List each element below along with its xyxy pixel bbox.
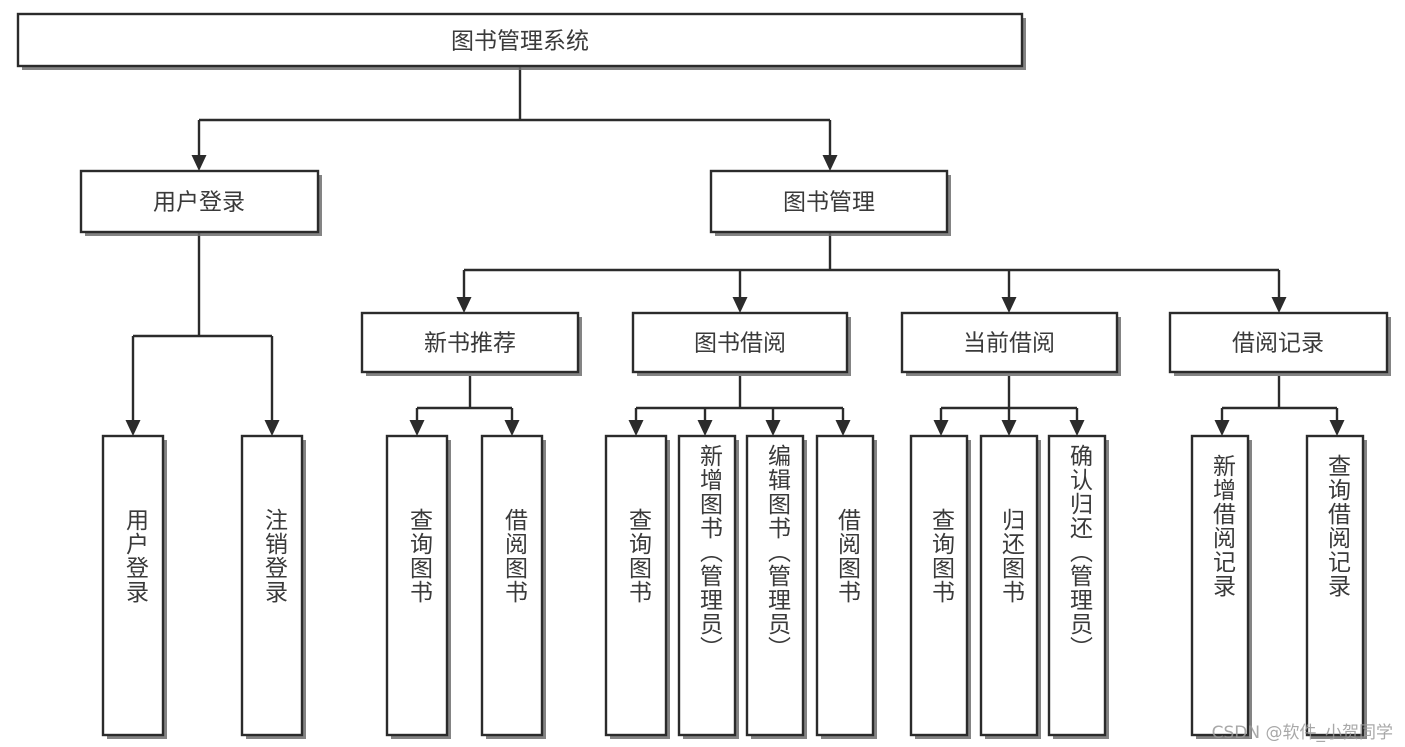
arrowhead-leaf-return-book bbox=[1001, 420, 1017, 436]
node-leaf-return-book[interactable] bbox=[979, 434, 1041, 739]
node-book-management[interactable]: 图书管理 bbox=[709, 169, 951, 236]
leaf-borrow-book-1-box bbox=[480, 434, 544, 737]
arrowhead-leaf-user-login bbox=[125, 420, 141, 436]
node-leaf-edit-book[interactable] bbox=[745, 434, 807, 739]
root-box bbox=[16, 12, 1024, 68]
node-leaf-query-book-3[interactable] bbox=[909, 434, 971, 739]
node-leaf-query-borrow-record[interactable] bbox=[1305, 434, 1367, 739]
leaf-query-borrow-record-box bbox=[1305, 434, 1365, 737]
node-leaf-add-book[interactable] bbox=[677, 434, 739, 739]
book-borrow-label: 图书借阅 bbox=[694, 331, 786, 357]
node-leaf-borrow-book-2[interactable] bbox=[815, 434, 877, 739]
node-borrow-record[interactable]: 借阅记录 bbox=[1168, 311, 1391, 376]
arrowhead-leaf-logout-login bbox=[264, 420, 280, 436]
book-management-label: 图书管理 bbox=[783, 190, 875, 216]
arrowhead-new-book-recommend bbox=[456, 297, 472, 313]
node-leaf-confirm-return[interactable] bbox=[1047, 434, 1109, 739]
node-leaf-logout-login[interactable] bbox=[240, 434, 306, 739]
leaf-edit-book-box bbox=[745, 434, 805, 737]
arrowhead-leaf-query-book-3 bbox=[933, 420, 949, 436]
borrow-record-box bbox=[1168, 311, 1389, 374]
node-leaf-query-book-2[interactable] bbox=[604, 434, 670, 739]
arrowhead-leaf-query-borrow-record bbox=[1329, 420, 1345, 436]
leaf-confirm-return-box bbox=[1047, 434, 1107, 737]
new-book-recommend-box bbox=[360, 311, 580, 374]
new-book-recommend-label: 新书推荐 bbox=[424, 331, 516, 357]
arrowhead-leaf-confirm-return bbox=[1069, 420, 1085, 436]
leaf-user-login-box bbox=[101, 434, 165, 737]
leaf-query-book-2-box bbox=[604, 434, 668, 737]
node-leaf-user-login[interactable] bbox=[101, 434, 167, 739]
root-label: 图书管理系统 bbox=[451, 29, 589, 55]
arrowhead-book-borrow bbox=[732, 297, 748, 313]
leaf-boxes-layer bbox=[101, 434, 1367, 739]
node-new-book-recommend[interactable]: 新书推荐 bbox=[360, 311, 582, 376]
leaf-query-book-3-box bbox=[909, 434, 969, 737]
arrowhead-leaf-borrow-book-1 bbox=[504, 420, 520, 436]
arrowhead-borrow-record bbox=[1271, 297, 1287, 313]
user-login-box bbox=[79, 169, 320, 234]
book-management-box bbox=[709, 169, 949, 234]
node-leaf-query-book-1[interactable] bbox=[385, 434, 451, 739]
arrowhead-leaf-query-book-1 bbox=[409, 420, 425, 436]
leaf-add-borrow-record-box bbox=[1190, 434, 1250, 737]
arrowhead-current-borrow bbox=[1001, 297, 1017, 313]
arrowhead-leaf-query-book-2 bbox=[628, 420, 644, 436]
node-root[interactable]: 图书管理系统 bbox=[16, 12, 1026, 70]
leaf-query-book-1-box bbox=[385, 434, 449, 737]
node-leaf-add-borrow-record[interactable] bbox=[1190, 434, 1252, 739]
node-user-login[interactable]: 用户登录 bbox=[79, 169, 322, 236]
book-borrow-box bbox=[631, 311, 849, 374]
arrowhead-book-management bbox=[822, 155, 838, 171]
arrowhead-leaf-borrow-book-2 bbox=[835, 420, 851, 436]
node-current-borrow[interactable]: 当前借阅 bbox=[900, 311, 1121, 376]
borrow-record-label: 借阅记录 bbox=[1232, 331, 1324, 357]
arrowhead-user-login bbox=[191, 155, 207, 171]
user-login-label: 用户登录 bbox=[153, 190, 245, 216]
current-borrow-box bbox=[900, 311, 1119, 374]
node-book-borrow[interactable]: 图书借阅 bbox=[631, 311, 851, 376]
leaf-logout-login-box bbox=[240, 434, 304, 737]
csdn-watermark: CSDN @软件_小贺同学 bbox=[1211, 723, 1393, 743]
leaf-return-book-box bbox=[979, 434, 1039, 737]
arrowhead-leaf-add-borrow-record bbox=[1214, 420, 1230, 436]
leaf-borrow-book-2-box bbox=[815, 434, 875, 737]
current-borrow-label: 当前借阅 bbox=[963, 331, 1055, 357]
leaf-add-book-box bbox=[677, 434, 737, 737]
node-leaf-borrow-book-1[interactable] bbox=[480, 434, 546, 739]
arrowhead-leaf-add-book bbox=[697, 420, 713, 436]
connector-layer bbox=[125, 66, 1345, 436]
arrowhead-leaf-edit-book bbox=[765, 420, 781, 436]
